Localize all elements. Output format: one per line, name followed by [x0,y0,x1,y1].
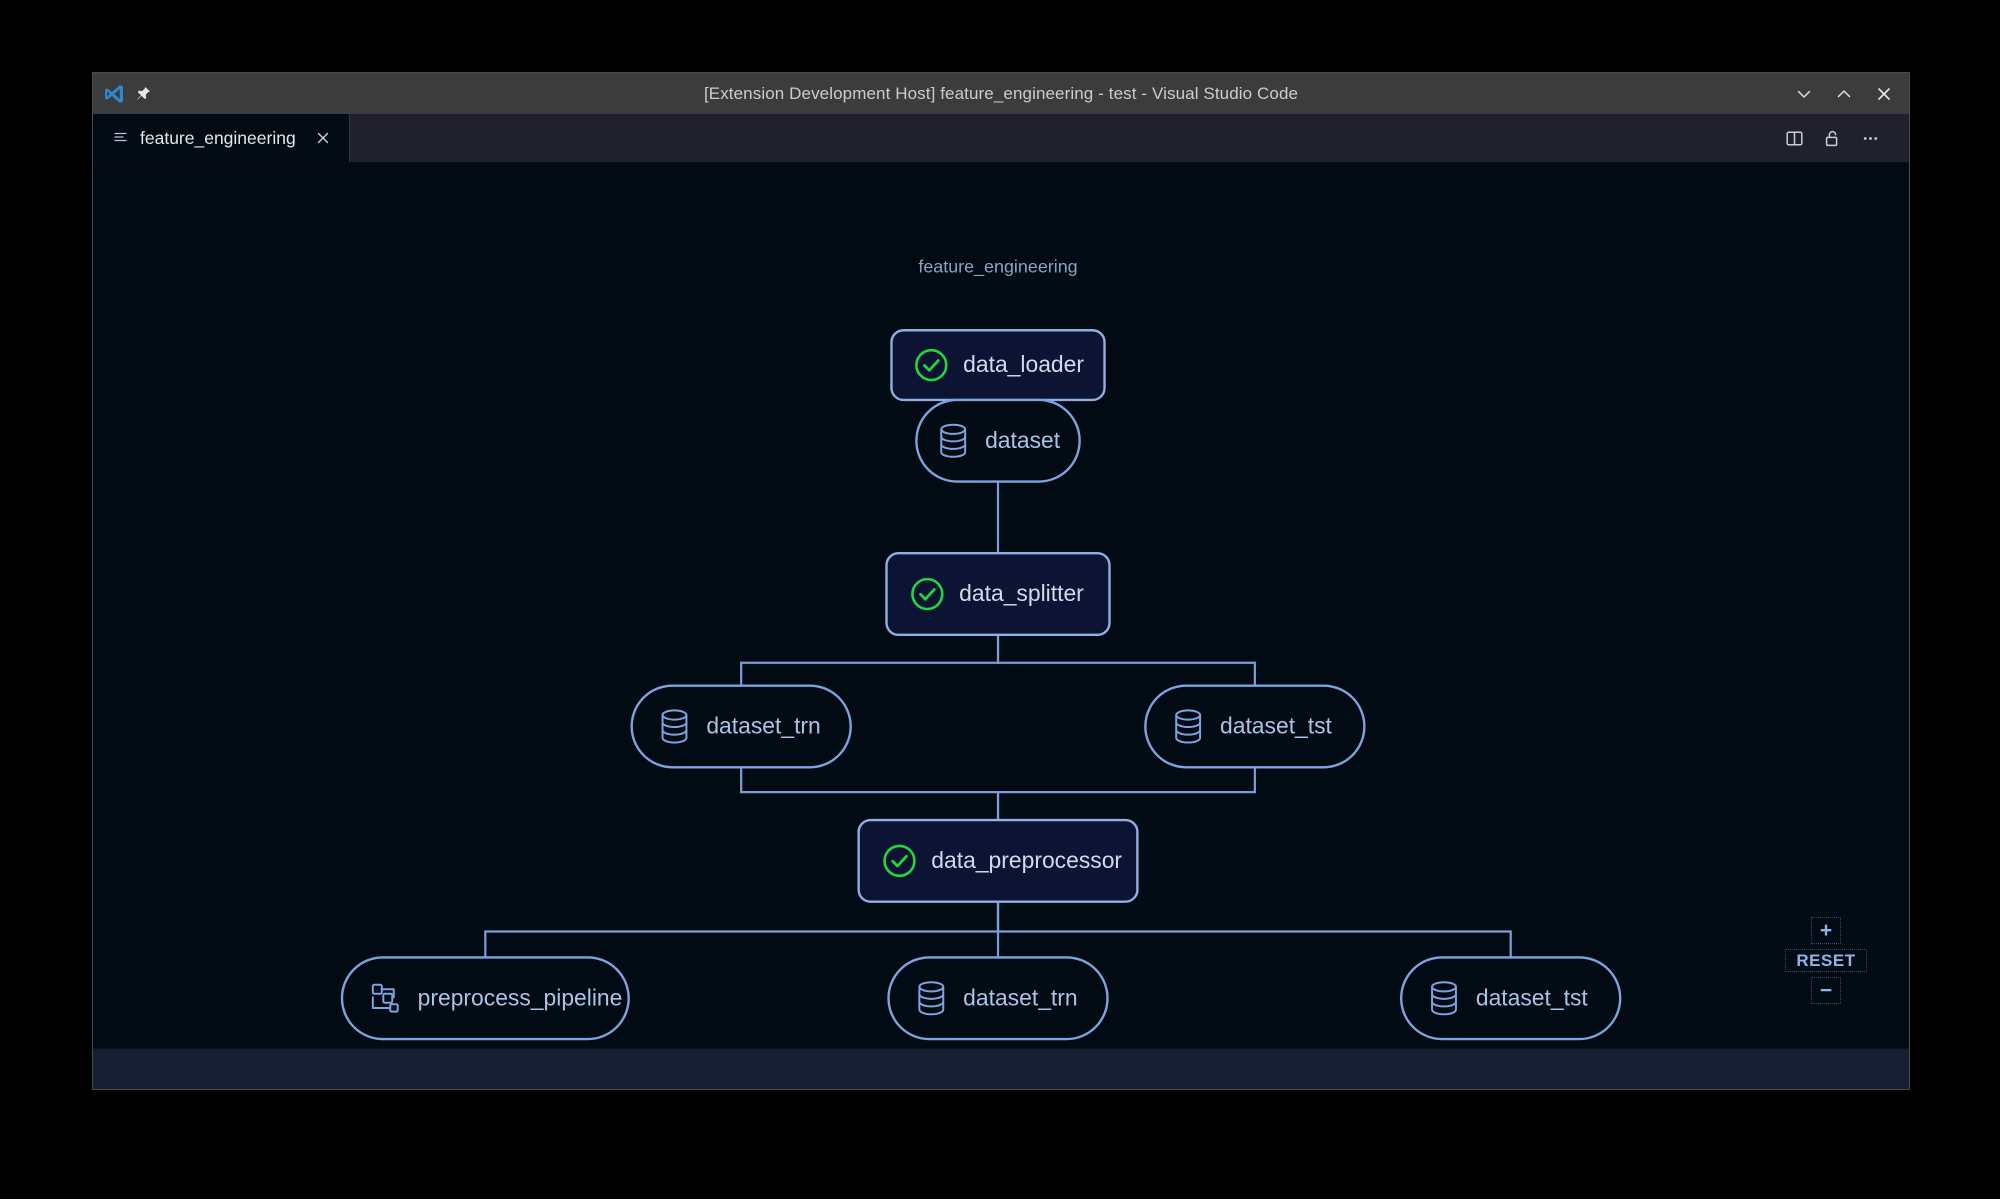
zoom-reset-button[interactable]: RESET [1785,949,1867,972]
edge-data-preprocessor-preprocess-pipeline [484,901,1000,958]
cluster-label: feature_engineering [918,257,1077,278]
check-circle-icon [883,844,916,878]
node-label: preprocess_pipeline [418,984,623,1010]
list-icon [113,130,129,146]
node-dataset-tst-1[interactable]: dataset_tst [1144,684,1366,769]
status-bar [93,1048,1909,1089]
database-icon [1175,709,1202,744]
database-icon [1431,981,1457,1016]
node-dataset[interactable]: dataset [915,398,1081,483]
check-circle-icon [915,348,948,382]
maximize-button[interactable] [1825,77,1863,111]
title-bar: [Extension Development Host] feature_eng… [93,73,1909,114]
graph-edges [484,330,1512,958]
tab-feature-engineering[interactable]: feature_engineering [93,114,350,162]
edge-data-splitter-dataset-tst [996,634,1256,686]
vscode-logo-icon [103,83,125,105]
minimize-button[interactable] [1785,77,1823,111]
node-label: dataset_tst [1476,984,1589,1010]
vscode-window: [Extension Development Host] feature_eng… [92,72,1910,1090]
node-preprocess-pipeline[interactable]: preprocess_pipeline [340,956,630,1041]
split-editor-icon[interactable] [1777,121,1811,155]
database-icon [940,423,967,458]
graph-editor-canvas[interactable]: feature_engineering data_loader [93,163,1909,1048]
edge-dataset-tst-data-preprocessor [996,767,1256,821]
pipeline-graph: feature_engineering data_loader [340,257,1622,1041]
node-data-loader[interactable]: data_loader [890,329,1106,402]
database-icon [661,709,688,744]
tab-bar: feature_engineering [93,114,1909,163]
node-dataset-tst-2[interactable]: dataset_tst [1399,956,1622,1041]
node-dataset-trn-1[interactable]: dataset_trn [630,684,852,769]
pin-icon[interactable] [135,85,152,102]
check-circle-icon [911,577,944,611]
node-label: dataset_trn [963,984,1077,1010]
database-icon [918,981,945,1016]
unlock-icon[interactable] [1815,121,1849,155]
node-dataset-trn-2[interactable]: dataset_trn [887,956,1109,1041]
node-label: dataset_tst [1220,712,1333,738]
edge-data-preprocessor-dataset-tst [996,901,1512,958]
node-label: data_loader [963,351,1084,377]
pipeline-icon [371,983,399,1013]
window-title: [Extension Development Host] feature_eng… [703,83,1299,103]
node-data-splitter[interactable]: data_splitter [885,552,1111,637]
title-bar-left [103,83,152,105]
tab-bar-actions [1777,114,1909,162]
zoom-out-button[interactable]: − [1810,977,1842,1004]
zoom-in-button[interactable]: + [1810,917,1842,944]
edge-data-splitter-dataset-trn [740,634,1000,686]
node-label: data_splitter [959,580,1084,606]
tab-close-icon[interactable] [313,128,333,148]
node-label: dataset [985,427,1061,453]
ellipsis-icon[interactable] [1853,121,1887,155]
window-controls [1785,77,1903,111]
tab-label: feature_engineering [140,127,296,148]
close-button[interactable] [1865,77,1903,111]
node-label: dataset_trn [706,712,820,738]
node-label: data_preprocessor [931,847,1122,873]
node-data-preprocessor[interactable]: data_preprocessor [857,818,1139,903]
zoom-controls: + RESET − [1783,917,1869,1004]
edge-dataset-trn-data-preprocessor [740,767,1000,821]
